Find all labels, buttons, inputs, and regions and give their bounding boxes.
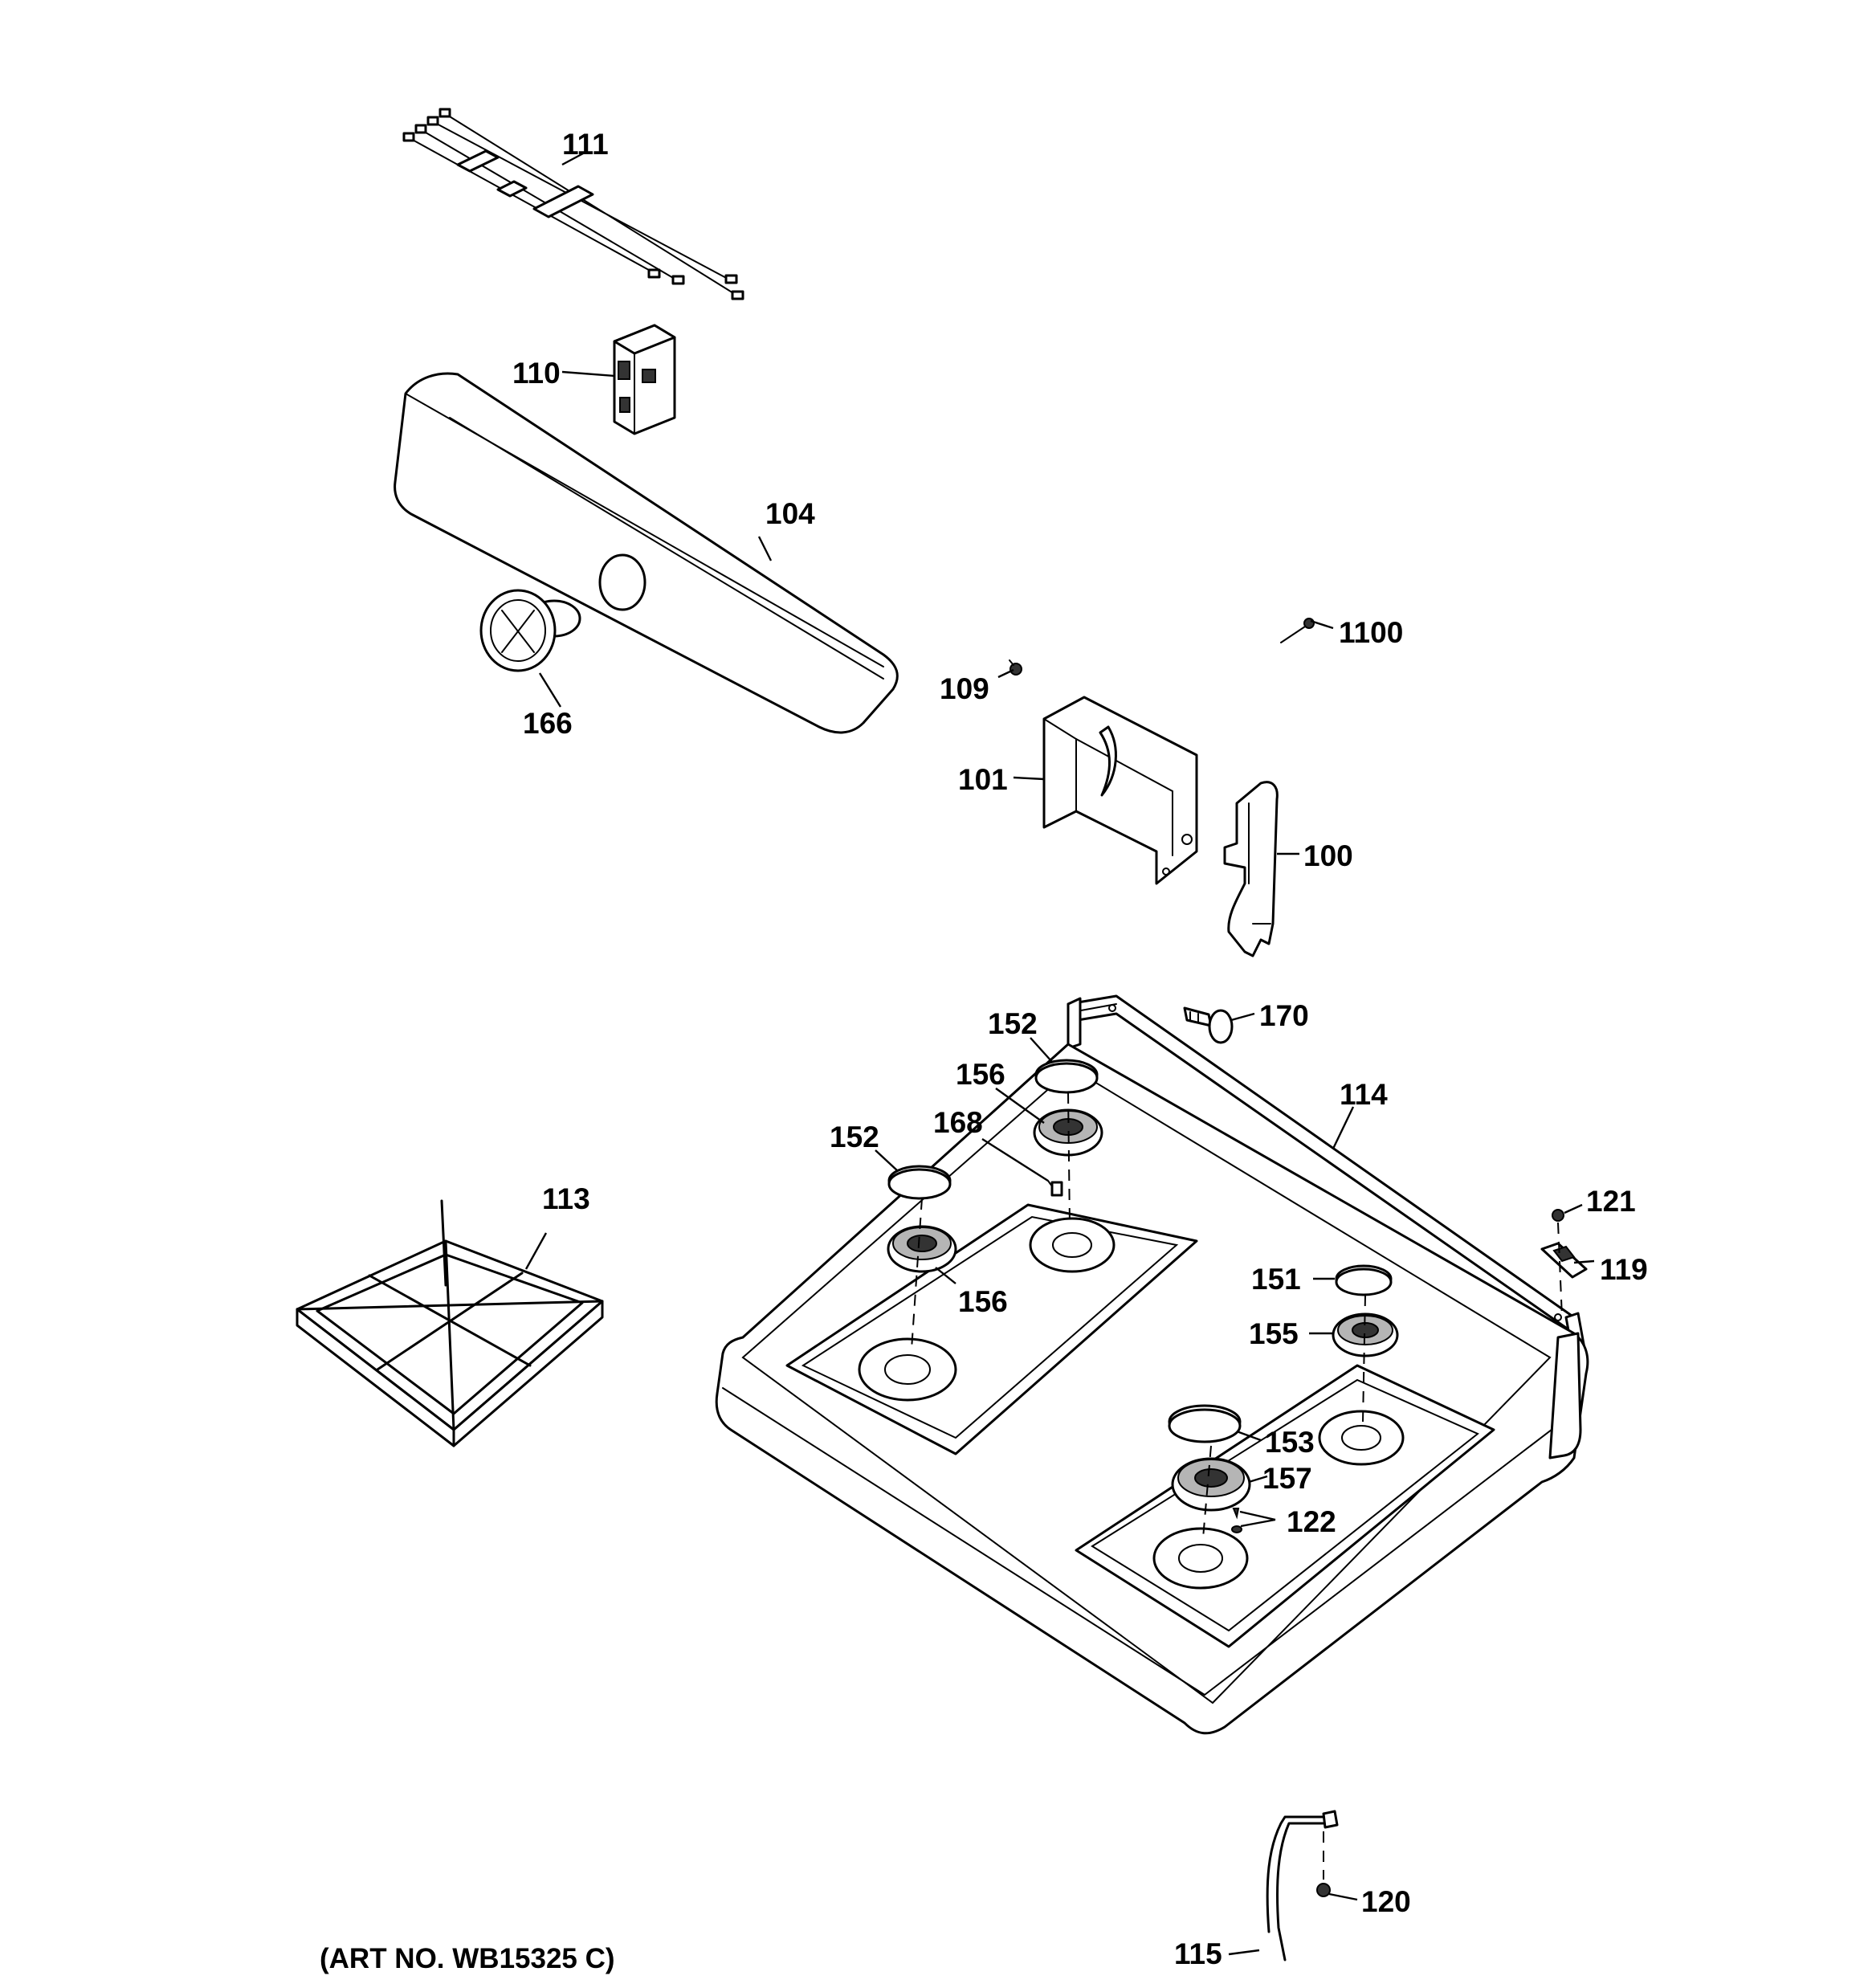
callout-1100: 1100 [1339,616,1403,649]
rod-115-part [1266,1810,1339,1961]
assembly-guides [911,1092,1563,1880]
grate-113-part [296,1199,604,1447]
clip-119-part [1540,1242,1588,1279]
callout-122: 122 [1287,1505,1336,1538]
callout-166: 166 [523,707,573,740]
callout-109: 109 [940,672,989,705]
bracket-101-part [1042,696,1198,885]
burner-head-156-front [887,1225,957,1273]
callout-157: 157 [1262,1462,1312,1495]
electrode-168 [1047,1180,1063,1197]
orifice-122 [1231,1508,1242,1533]
nut-120-part [1316,1883,1331,1897]
callout-100: 100 [1303,839,1353,872]
burner-cap-151 [1335,1264,1393,1296]
burner-head-157 [1171,1457,1251,1512]
burner-cap-152-front [887,1165,952,1200]
callout-120: 120 [1361,1885,1411,1918]
callout-111: 111 [562,128,609,161]
callout-156-rear: 156 [956,1058,1005,1091]
backsplash-panel-part [394,372,899,734]
callout-156-front: 156 [958,1285,1008,1318]
callout-115: 115 [1174,1937,1222,1970]
callout-121: 121 [1586,1185,1636,1218]
callout-168: 168 [933,1106,983,1139]
callout-153: 153 [1265,1426,1315,1459]
callout-101: 101 [958,763,1008,796]
art-number: (ART NO. WB15325 C) [320,1943,615,1974]
burner-cap-153 [1168,1404,1242,1443]
burner-cap-152-rear [1034,1059,1099,1094]
callout-104: 104 [765,497,815,530]
screw-109-part [1009,659,1022,676]
callout-113: 113 [542,1182,590,1215]
callout-119: 119 [1600,1253,1648,1286]
callout-152-rear: 152 [988,1007,1038,1040]
callout-152-front: 152 [830,1121,879,1153]
screw-170-part [1183,1006,1234,1044]
callout-114: 114 [1340,1078,1388,1111]
screw-1100-part [1280,618,1315,643]
callout-110: 110 [512,357,561,390]
wire-harness-part [402,108,744,300]
callout-170: 170 [1259,999,1309,1032]
callout-155: 155 [1249,1317,1299,1350]
switch-part [613,324,676,435]
screw-121-part [1552,1209,1564,1222]
side-trim-100-part [1223,781,1279,957]
cooktop-114-part [715,994,1589,1735]
callout-151: 151 [1251,1263,1301,1296]
leader-lines [524,151,1595,1956]
knob-part [479,589,581,672]
